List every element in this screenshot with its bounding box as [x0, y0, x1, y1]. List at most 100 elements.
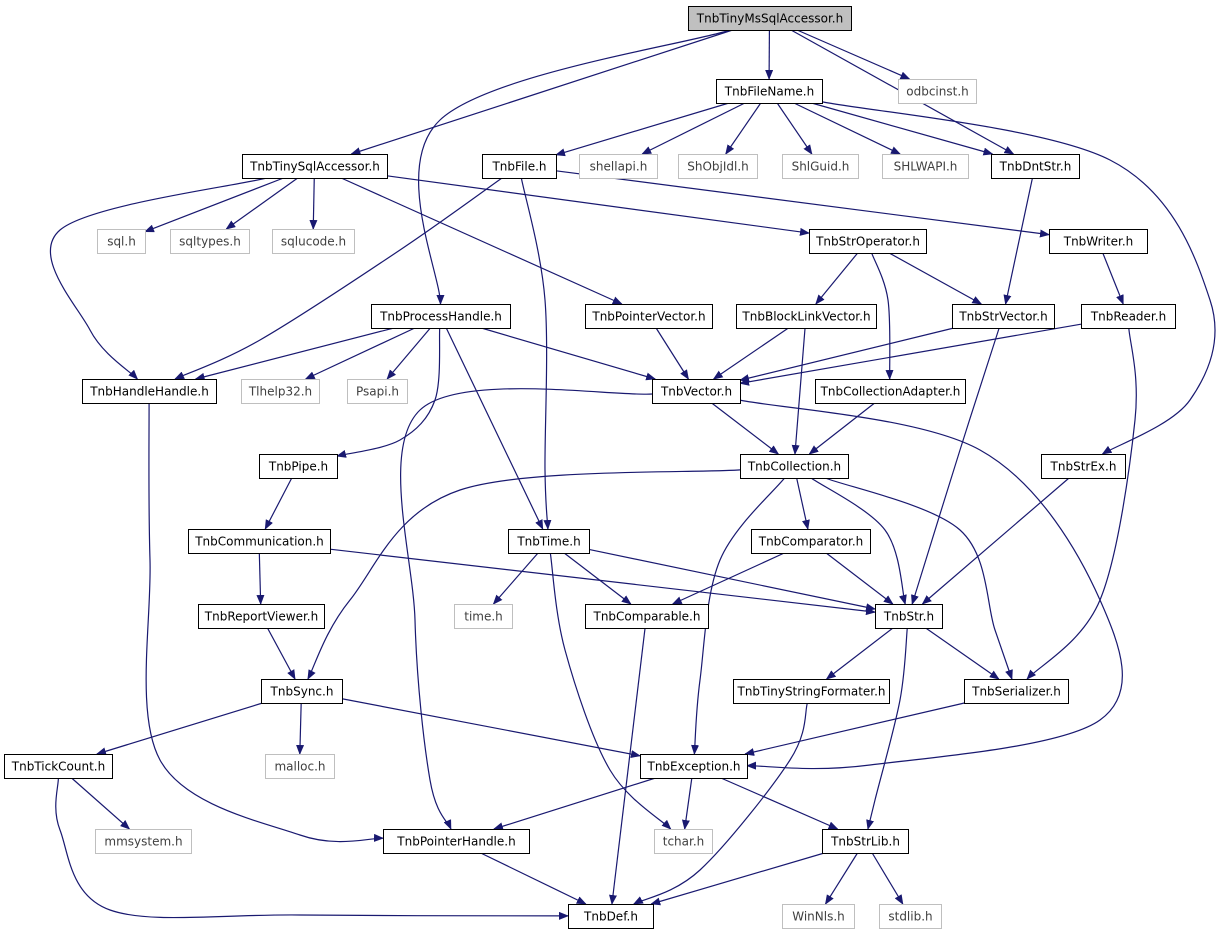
- node-str[interactable]: TnbStr.h: [875, 604, 943, 629]
- node-box: [815, 379, 966, 404]
- node-label: TnbStrVector.h: [958, 310, 1047, 324]
- node-label: TnbTinyMsSqlAccessor.h: [696, 12, 843, 26]
- edge-processhandle-to-psapi: [386, 327, 431, 380]
- edge-time-to-str: [588, 548, 876, 612]
- node-box: [585, 604, 709, 629]
- node-vector[interactable]: TnbVector.h: [652, 379, 741, 404]
- edge-sync-to-tickcount: [96, 702, 263, 756]
- node-stroperator[interactable]: TnbStrOperator.h: [809, 229, 927, 254]
- node-sync[interactable]: TnbSync.h: [261, 679, 343, 704]
- node-box: [347, 379, 408, 404]
- edge-stroperator-to-collectionadapter: [871, 252, 894, 380]
- node-box: [822, 829, 909, 854]
- node-label: ShlGuid.h: [792, 160, 850, 174]
- node-label: TnbComparator.h: [758, 535, 864, 549]
- edge-file-to-writer: [555, 170, 1050, 238]
- node-collection[interactable]: TnbCollection.h: [740, 454, 849, 479]
- node-stdlib: stdlib.h: [879, 904, 942, 929]
- node-collectionadapter[interactable]: TnbCollectionAdapter.h: [815, 379, 966, 404]
- edge-sync-to-malloc: [296, 702, 305, 755]
- edge-exception-to-tchar: [681, 777, 693, 830]
- node-label: malloc.h: [274, 760, 325, 774]
- edge-sync-to-exception: [341, 698, 641, 759]
- node-label: ShObjIdl.h: [687, 160, 749, 174]
- node-filename[interactable]: TnbFileName.h: [716, 79, 823, 104]
- node-label: WinNls.h: [792, 910, 845, 924]
- node-box: [482, 154, 557, 179]
- node-handlehandle[interactable]: TnbHandleHandle.h: [82, 379, 217, 404]
- edge-comparator-to-str: [825, 552, 894, 605]
- node-label: time.h: [464, 610, 503, 624]
- node-box: [652, 379, 741, 404]
- edge-strlib-to-def: [650, 852, 825, 906]
- node-serializer[interactable]: TnbSerializer.h: [964, 679, 1069, 704]
- node-box: [579, 154, 658, 179]
- node-shlwapi: SHLWAPI.h: [882, 154, 969, 179]
- node-reportviewer[interactable]: TnbReportViewer.h: [198, 604, 325, 629]
- node-box: [964, 679, 1069, 704]
- node-box: [371, 304, 511, 329]
- node-label: TnbSerializer.h: [971, 685, 1061, 699]
- edge-communication-to-str: [329, 548, 876, 616]
- node-processhandle[interactable]: TnbProcessHandle.h: [371, 304, 511, 329]
- edge-stroperator-to-strvector: [888, 252, 983, 305]
- node-comparable[interactable]: TnbComparable.h: [585, 604, 709, 629]
- node-winnls: WinNls.h: [782, 904, 855, 929]
- edge-root-to-odbcinst: [796, 29, 911, 80]
- edge-tickcount-to-mmsystem: [71, 777, 131, 830]
- edge-comparable-to-def: [609, 627, 646, 905]
- node-strlib[interactable]: TnbStrLib.h: [822, 829, 909, 854]
- node-label: tchar.h: [663, 835, 705, 849]
- node-shobjidl: ShObjIdl.h: [678, 154, 758, 179]
- node-blocklinkvector[interactable]: TnbBlockLinkVector.h: [736, 304, 877, 329]
- node-label: TnbCollection.h: [747, 460, 841, 474]
- node-label: TnbTinyStringFormater.h: [737, 685, 886, 699]
- node-time[interactable]: TnbTime.h: [508, 529, 590, 554]
- node-reader[interactable]: TnbReader.h: [1081, 304, 1176, 329]
- edge-collection-to-comparator: [796, 477, 810, 530]
- edge-tinysql-to-sqlucode: [309, 177, 318, 230]
- node-shellapi: shellapi.h: [579, 154, 658, 179]
- edge-layer: [49, 29, 1216, 920]
- node-box: [241, 379, 320, 404]
- node-label: stdlib.h: [888, 910, 932, 924]
- node-writer[interactable]: TnbWriter.h: [1049, 229, 1148, 254]
- edge-filename-to-shlguid: [776, 102, 813, 155]
- node-box: [272, 229, 355, 254]
- node-box: [716, 79, 823, 104]
- node-pointervector[interactable]: TnbPointerVector.h: [585, 304, 713, 329]
- edge-processhandle-to-tlhelp32: [304, 327, 416, 380]
- node-label: sqlucode.h: [281, 235, 346, 249]
- node-label: mmsystem.h: [104, 835, 182, 849]
- node-file[interactable]: TnbFile.h: [482, 154, 557, 179]
- node-strvector[interactable]: TnbStrVector.h: [952, 304, 1055, 329]
- edge-tinystringformater-to-def: [632, 702, 808, 905]
- node-tinystringformater[interactable]: TnbTinyStringFormater.h: [733, 679, 890, 704]
- node-label: sqltypes.h: [179, 235, 241, 249]
- node-pointerhandle[interactable]: TnbPointerHandle.h: [383, 829, 530, 854]
- node-tinysql[interactable]: TnbTinySqlAccessor.h: [242, 154, 388, 179]
- edge-vector-to-exception: [739, 399, 1123, 770]
- node-tickcount[interactable]: TnbTickCount.h: [4, 754, 113, 779]
- edge-strex-to-str: [921, 477, 1070, 605]
- node-def[interactable]: TnbDef.h: [568, 904, 654, 929]
- node-tchar: tchar.h: [654, 829, 713, 854]
- node-box: [898, 79, 977, 104]
- node-box: [782, 154, 859, 179]
- node-strex[interactable]: TnbStrEx.h: [1041, 454, 1126, 479]
- node-dntstr[interactable]: TnbDntStr.h: [991, 154, 1080, 179]
- edge-time-to-comparable: [563, 552, 632, 605]
- node-box: [198, 604, 325, 629]
- node-comparator[interactable]: TnbComparator.h: [751, 529, 871, 554]
- node-exception[interactable]: TnbException.h: [640, 754, 748, 779]
- node-label: shellapi.h: [590, 160, 648, 174]
- edge-strlib-to-winnls: [824, 852, 858, 905]
- node-label: TnbStr.h: [883, 610, 934, 624]
- node-label: SHLWAPI.h: [894, 160, 958, 174]
- edge-strvector-to-vector: [739, 327, 955, 383]
- node-communication[interactable]: TnbCommunication.h: [188, 529, 331, 554]
- node-label: TnbFileName.h: [724, 85, 814, 99]
- node-pipe[interactable]: TnbPipe.h: [259, 454, 338, 479]
- node-box: [585, 304, 713, 329]
- node-root[interactable]: TnbTinyMsSqlAccessor.h: [688, 6, 852, 31]
